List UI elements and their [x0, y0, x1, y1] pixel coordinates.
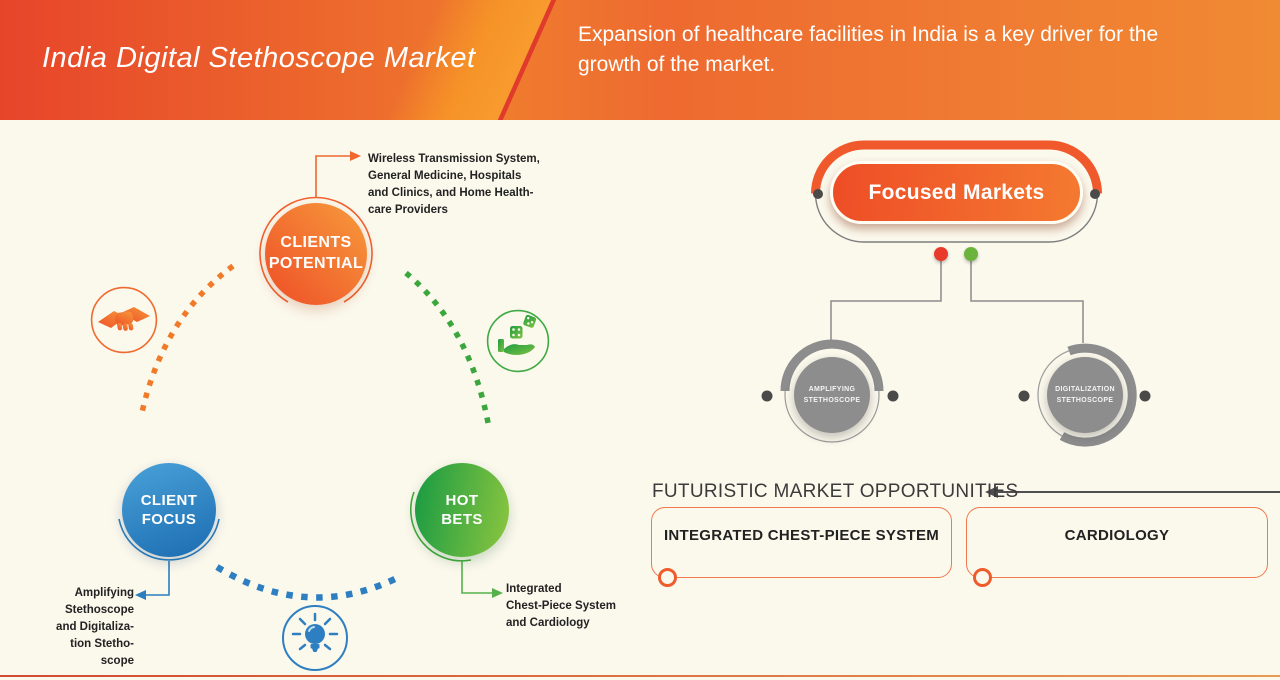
dice-in-hand-icon: [486, 309, 550, 373]
digitalization-ring-thick: [1059, 343, 1137, 447]
clients-potential-callout-line: [315, 155, 350, 198]
header-banner: India Digital Stethoscope Market Expansi…: [0, 0, 1280, 120]
focused-markets-ring-thin: [814, 193, 1099, 243]
focused-markets-ring-thick: [811, 140, 1102, 194]
focused-markets-pill: Focused Markets: [830, 161, 1083, 224]
amplifying-stethoscope-label: AMPLIFYING STETHOSCOPE: [803, 385, 861, 404]
digitalization-dot-right: [1139, 390, 1151, 402]
hot-bets-callout-line: [461, 561, 492, 594]
opportunity-label: CARDIOLOGY: [1064, 527, 1170, 544]
opportunity-corner-ring: [658, 568, 677, 587]
amplifying-stethoscope-node: AMPLIFYING STETHOSCOPE: [794, 357, 870, 433]
connector-amplifying: [830, 261, 942, 342]
hot-bets-label: HOT BETS: [441, 491, 483, 529]
client-focus-callout-line: [146, 561, 170, 596]
branch-dot-green: [964, 247, 978, 261]
client-focus-circle: CLIENT FOCUS: [122, 463, 216, 557]
opportunity-corner-ring: [973, 568, 992, 587]
digitalization-dot-left: [1018, 390, 1030, 402]
blue-dotted-arc: [215, 564, 403, 601]
opportunity-box-cardiology: CARDIOLOGY: [966, 507, 1268, 578]
lightbulb-icon: [282, 605, 348, 671]
amplifying-ring-thick: [780, 339, 884, 392]
futuristic-arrowhead: [985, 486, 998, 498]
page-title: India Digital Stethoscope Market: [42, 42, 476, 74]
orange-dotted-arc: [138, 263, 235, 418]
digitalization-stethoscope-node: DIGITALIZATION STETHOSCOPE: [1047, 357, 1123, 433]
client-focus-note: Amplifying Stethoscope and Digitaliza- t…: [56, 587, 134, 668]
ring-dot-left: [813, 189, 823, 199]
green-dotted-arc: [404, 270, 492, 429]
client-focus-label: CLIENT FOCUS: [140, 491, 198, 529]
client-focus-arrowhead: [135, 590, 146, 600]
hot-bets-note: Integrated Chest-Piece System and Cardio…: [506, 583, 616, 630]
hot-bets-ring: [409, 491, 472, 562]
clients-potential-arrowhead: [350, 151, 361, 161]
handshake-icon: [90, 286, 158, 354]
bottom-divider-line: [0, 675, 1280, 677]
client-focus-ring: [118, 518, 220, 561]
infographic-canvas: CLIENTS POTENTIAL CLIENT FOCUS HOT BETS …: [0, 120, 1280, 680]
amplifying-dot-left: [761, 390, 773, 402]
clients-potential-label: CLIENTS POTENTIAL: [268, 234, 364, 272]
header-subtitle: Expansion of healthcare facilities in In…: [578, 23, 1159, 77]
clients-potential-note: Wireless Transmission System, General Me…: [368, 153, 540, 217]
hot-bets-arrowhead: [492, 588, 503, 598]
opportunity-box-integrated-chest-piece: INTEGRATED CHEST-PIECE SYSTEM: [651, 507, 952, 578]
branch-dot-red: [934, 247, 948, 261]
amplifying-dot-right: [887, 390, 899, 402]
connector-digitalization: [970, 261, 1084, 343]
opportunity-label: INTEGRATED CHEST-PIECE SYSTEM: [663, 527, 940, 544]
clients-potential-circle: CLIENTS POTENTIAL: [265, 203, 367, 305]
focused-markets-title: Focused Markets: [868, 180, 1045, 204]
futuristic-opportunities-heading: FUTURISTIC MARKET OPPORTUNITIES: [652, 481, 1019, 502]
connector-layer: [118, 140, 1280, 601]
ring-dot-right: [1090, 189, 1100, 199]
hot-bets-circle: HOT BETS: [415, 463, 509, 557]
digitalization-stethoscope-label: DIGITALIZATION STETHOSCOPE: [1055, 385, 1115, 404]
